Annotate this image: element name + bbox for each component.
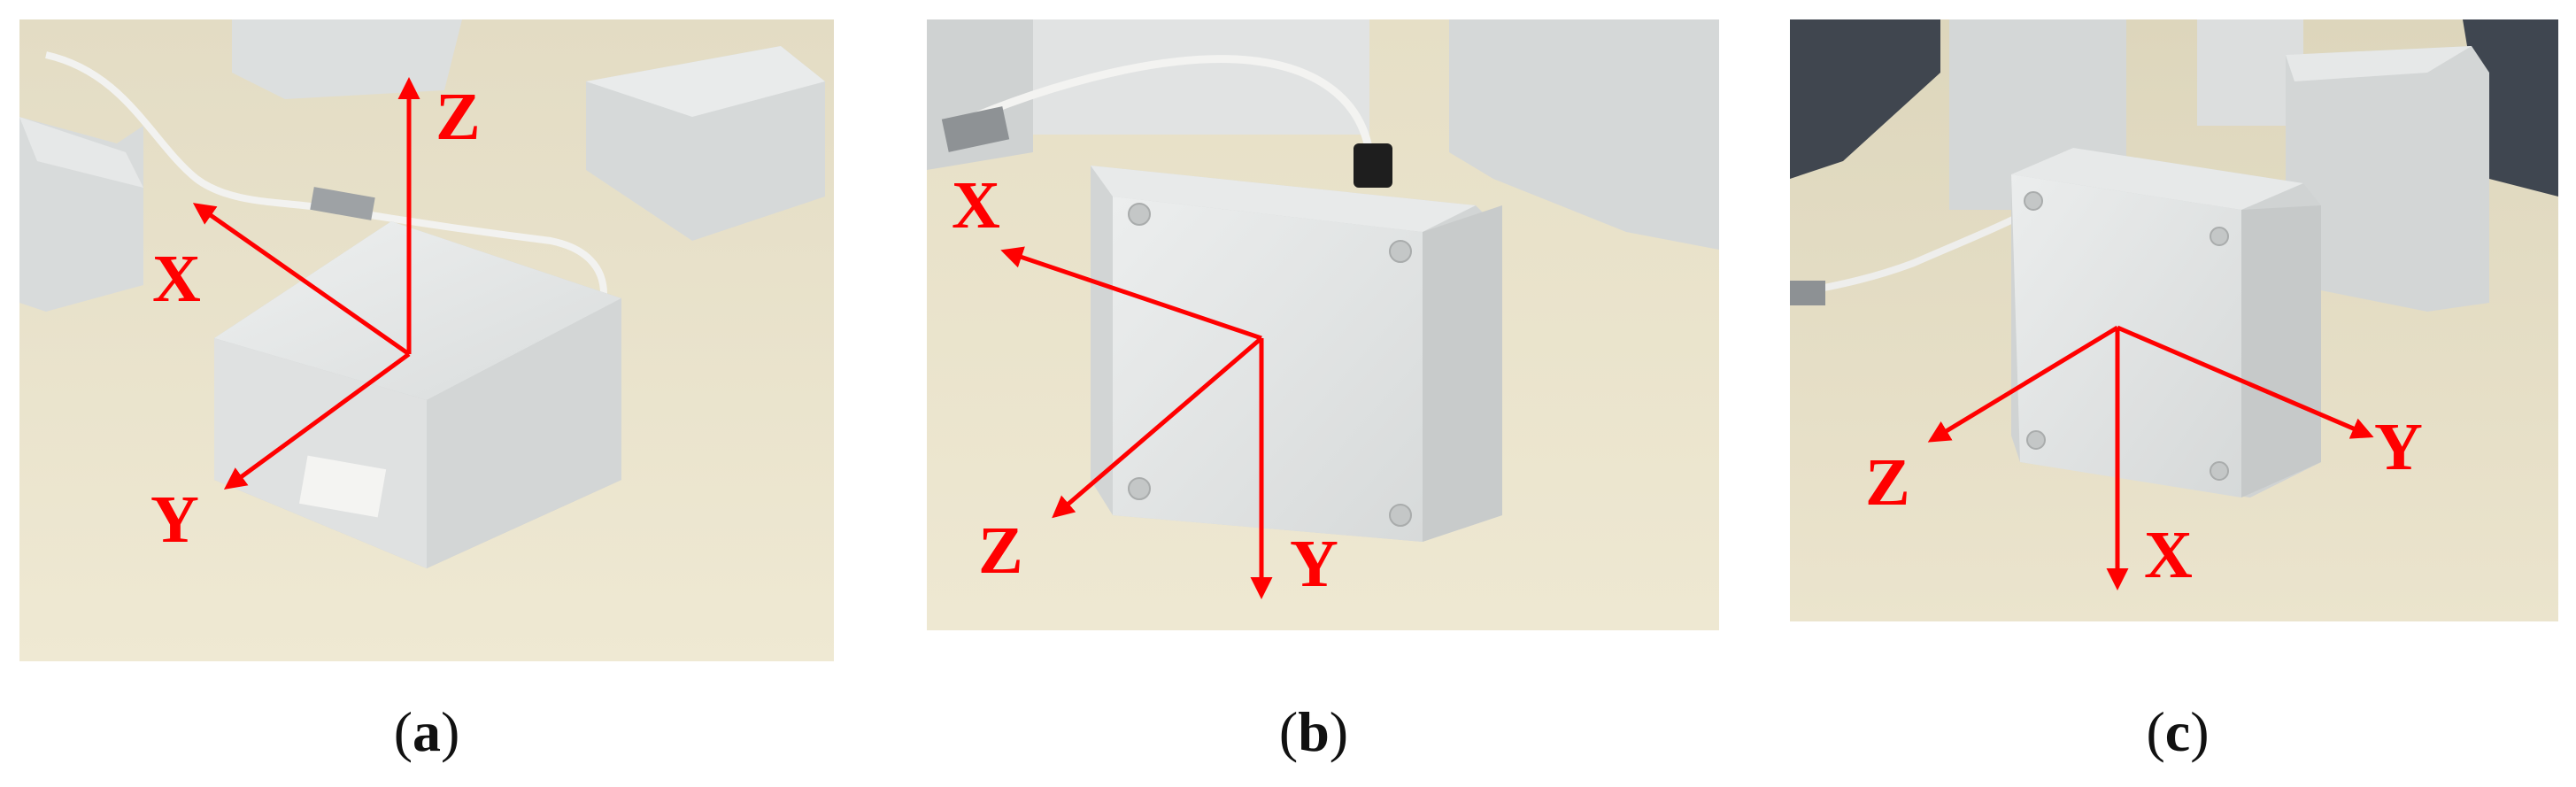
caption-c: (c) xyxy=(2146,700,2210,763)
x-axis-arrow xyxy=(1000,246,1262,341)
photo-b: X Y Z xyxy=(927,19,1719,630)
z-axis-label: Z xyxy=(978,513,1023,588)
caption-b: (b) xyxy=(1278,700,1349,763)
y-axis-arrow xyxy=(2117,325,2374,439)
z-axis-label: Z xyxy=(436,80,481,154)
y-axis-label: Y xyxy=(150,482,199,557)
z-axis-arrow xyxy=(1052,336,1263,519)
photo-panel-c: Z Y X xyxy=(1790,19,2558,621)
x-axis-label: X xyxy=(152,242,201,316)
photo-panel-b: X Y Z xyxy=(927,19,1719,630)
cable xyxy=(952,55,1374,153)
background-box xyxy=(2286,46,2489,312)
photo-panel-a: Z X Y xyxy=(19,19,834,661)
x-axis-arrow xyxy=(192,203,411,357)
y-axis-label: Y xyxy=(1290,527,1338,601)
photo-c: Z Y X xyxy=(1790,19,2558,621)
background-box xyxy=(232,19,462,99)
y-axis-label: Y xyxy=(2374,410,2423,484)
x-axis-label: X xyxy=(2144,518,2193,592)
x-axis-label: X xyxy=(952,168,1000,243)
photo-a: Z X Y xyxy=(19,19,834,661)
cable-gland xyxy=(1354,143,1392,188)
y-axis-arrow xyxy=(223,351,411,490)
caption-a: (a) xyxy=(393,700,460,763)
z-axis-arrow xyxy=(1927,325,2119,443)
z-axis-label: Z xyxy=(1865,445,1910,520)
background-box xyxy=(1449,19,1719,250)
